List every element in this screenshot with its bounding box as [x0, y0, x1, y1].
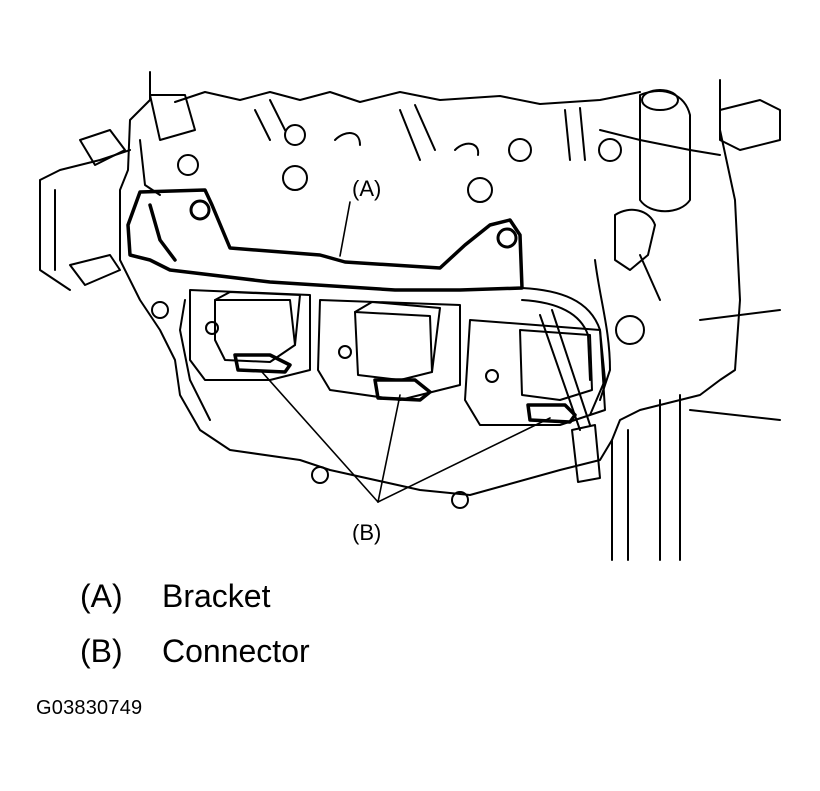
bracket-bolt-right: [496, 227, 518, 249]
legend-key: (B): [80, 633, 123, 669]
legend-key: (A): [80, 578, 123, 614]
cylinder-head: [119, 71, 781, 561]
callout-a: (A): [352, 176, 382, 201]
callout-b: (B): [352, 520, 382, 545]
left-harness: [39, 94, 196, 291]
figure-id: G03830749: [36, 697, 143, 719]
bracket-bolt-left: [189, 199, 211, 221]
legend-label: Connector: [162, 633, 310, 669]
legend-row-bracket: (A) Bracket: [80, 580, 270, 612]
head-bolts: [177, 99, 622, 203]
bracket-outline: [126, 188, 524, 292]
leader-lines: [261, 201, 551, 503]
legend-label: Bracket: [162, 578, 271, 614]
ignition-coils: [205, 291, 593, 401]
legend-row-connector: (B) Connector: [80, 635, 310, 667]
connector-shapes: [233, 353, 577, 424]
